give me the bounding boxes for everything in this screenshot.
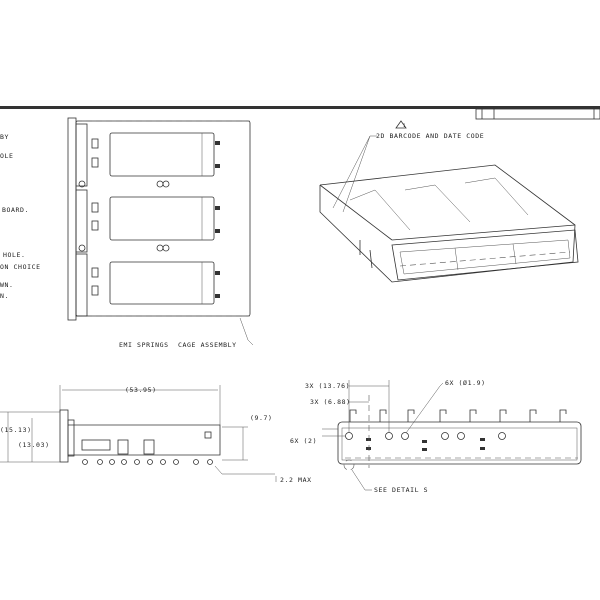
- note-fragment: BY: [0, 133, 9, 141]
- top-view: EMI SPRINGS CAGE ASSEMBLY: [67, 117, 254, 349]
- label-barcode: 2D BARCODE AND DATE CODE: [376, 132, 484, 140]
- port-bay: [75, 253, 220, 317]
- detail-reference: SEE DETAIL S: [374, 486, 428, 494]
- port-bay: [75, 189, 220, 253]
- note-fragment: WN.: [0, 281, 14, 289]
- front-view: 3X (13.76) 3X (6.88) 6X (Ø1.9) 6X (2) SE…: [290, 379, 582, 494]
- dim-hole: 6X (Ø1.9): [445, 379, 486, 387]
- note-fragment: N.: [0, 292, 9, 300]
- notes-text: BY OLE BOARD. HOLE. ON CHOICE WN. N.: [0, 133, 41, 300]
- side-view: (53.95) (15.13) (13.03) (9.7) 2.2 MAX: [0, 385, 312, 484]
- label-cage-assembly: CAGE ASSEMBLY: [178, 341, 237, 349]
- dim-pitch-large: 3X (13.76): [305, 382, 350, 390]
- dim-offset: 6X (2): [290, 437, 317, 445]
- dim-height: (13.03): [18, 441, 50, 449]
- label-emi-springs: EMI SPRINGS: [119, 341, 169, 349]
- isometric-view: 1 2D BARCODE AND DATE CODE: [319, 120, 579, 283]
- dim-right: (9.7): [250, 414, 273, 422]
- title-block: [475, 108, 600, 120]
- note-fragment: BOARD.: [2, 206, 29, 214]
- note-fragment: OLE: [0, 152, 14, 160]
- note-fragment: HOLE.: [3, 251, 26, 259]
- dim-length: (53.95): [125, 386, 157, 394]
- revision-triangle-icon: [395, 120, 407, 129]
- sheet-border: [0, 106, 600, 109]
- leader-line: [239, 317, 254, 346]
- revision-marker: 1: [403, 123, 406, 128]
- dim-pin: 2.2 MAX: [280, 476, 312, 484]
- port-bay: [75, 123, 220, 188]
- dim-pitch-small: 3X (6.88): [310, 398, 351, 406]
- dim-height-overall: (15.13): [0, 426, 32, 434]
- note-fragment: ON CHOICE: [0, 263, 41, 271]
